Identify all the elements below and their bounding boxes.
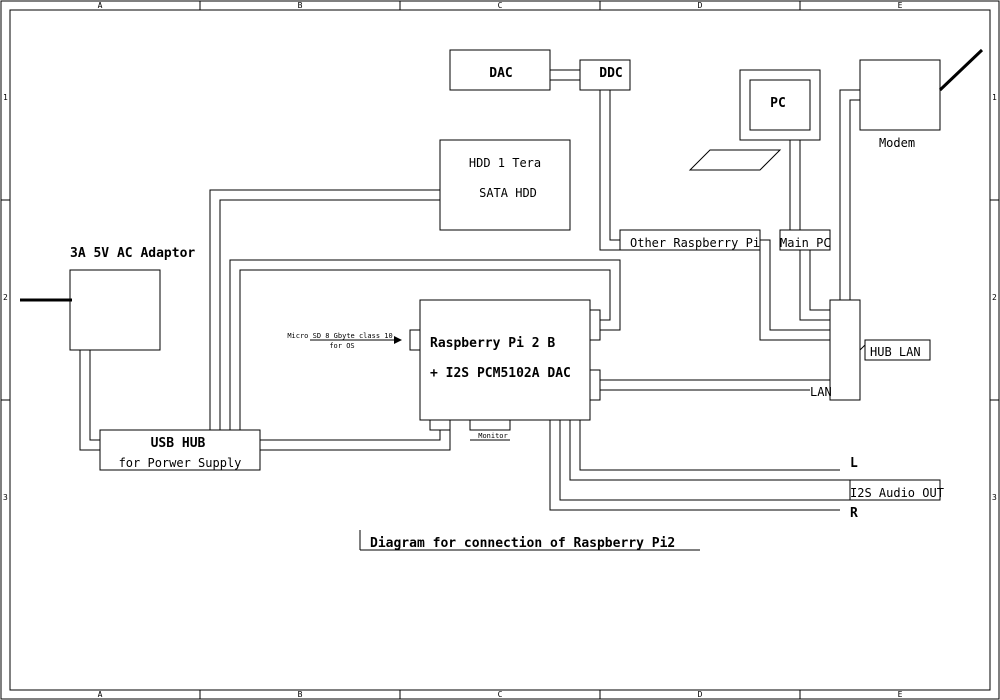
rpi-box (419, 299, 591, 421)
other-pi-label: Other Raspberry Pi (630, 236, 760, 250)
row-label-right-3: 3 (992, 493, 997, 502)
audio-out-box (849, 479, 941, 501)
rpi-lan-port (589, 369, 601, 401)
col-label-bottom-b: B (298, 690, 303, 699)
inner-border (9, 9, 991, 691)
hdd-box (439, 139, 571, 231)
audio-out-label: I2S Audio OUT (850, 486, 944, 500)
rpi-label-1: Raspberry Pi 2 B (430, 336, 555, 351)
sd-label-1: Micro SD 8 Gbyte class 10 (287, 332, 392, 340)
audio-r-label: R (850, 506, 858, 521)
monitor-label: Monitor (478, 432, 508, 440)
rpi-label-2: + I2S PCM5102A DAC (430, 366, 571, 381)
col-label-top-c: C (498, 1, 503, 10)
row-label-right-2: 2 (992, 293, 997, 302)
diagram-title: Diagram for connection of Raspberry Pi2 (370, 536, 675, 551)
col-label-top-b: B (298, 1, 303, 10)
keyboard-icon (688, 149, 782, 171)
modem-box (859, 59, 941, 131)
adaptor-label: 3A 5V AC Adaptor (70, 246, 195, 261)
row-label-right-1: 1 (992, 93, 997, 102)
antenna-icon (938, 48, 984, 92)
audio-l-label: L (850, 456, 858, 471)
col-label-top-d: D (698, 1, 703, 10)
lan-label: LAN (810, 385, 832, 399)
adaptor-box (69, 269, 161, 351)
row-label-left-1: 1 (3, 93, 8, 102)
sd-label-2: for OS (329, 342, 354, 350)
ddc-label: DDC (599, 66, 622, 81)
main-pc-label: Main PC (780, 236, 831, 250)
col-label-bottom-a: A (98, 690, 103, 699)
rpi-power-port (429, 419, 451, 431)
rpi-usb-port (589, 309, 601, 341)
hdd-label-1: HDD 1 Tera (469, 156, 541, 170)
hub-lan-label-box (864, 339, 931, 361)
sd-slot (409, 329, 421, 351)
dac-label: DAC (489, 66, 512, 81)
rpi-hdmi-port (469, 419, 511, 431)
hub-lan-box (829, 299, 861, 401)
wires (79, 69, 866, 551)
hdd-label-2: SATA HDD (479, 186, 537, 200)
hub-lan-label: HUB LAN (870, 345, 921, 359)
arrow-right-icon (394, 336, 402, 344)
col-label-top-e: E (898, 1, 903, 10)
pc-monitor-outer (739, 69, 821, 141)
main-pc-box (779, 229, 831, 251)
col-label-bottom-e: E (898, 690, 903, 699)
pc-label: PC (770, 96, 786, 111)
col-label-top-a: A (98, 1, 103, 10)
row-label-left-2: 2 (3, 293, 8, 302)
ddc-box (579, 59, 631, 91)
pc-monitor-inner (749, 79, 811, 131)
modem-label: Modem (879, 136, 915, 150)
usb-hub-label-2: for Porwer Supply (119, 456, 242, 470)
usb-hub-label-1: USB HUB (151, 436, 206, 451)
col-label-bottom-c: C (498, 690, 503, 699)
row-label-left-3: 3 (3, 493, 8, 502)
col-label-bottom-d: D (698, 690, 703, 699)
